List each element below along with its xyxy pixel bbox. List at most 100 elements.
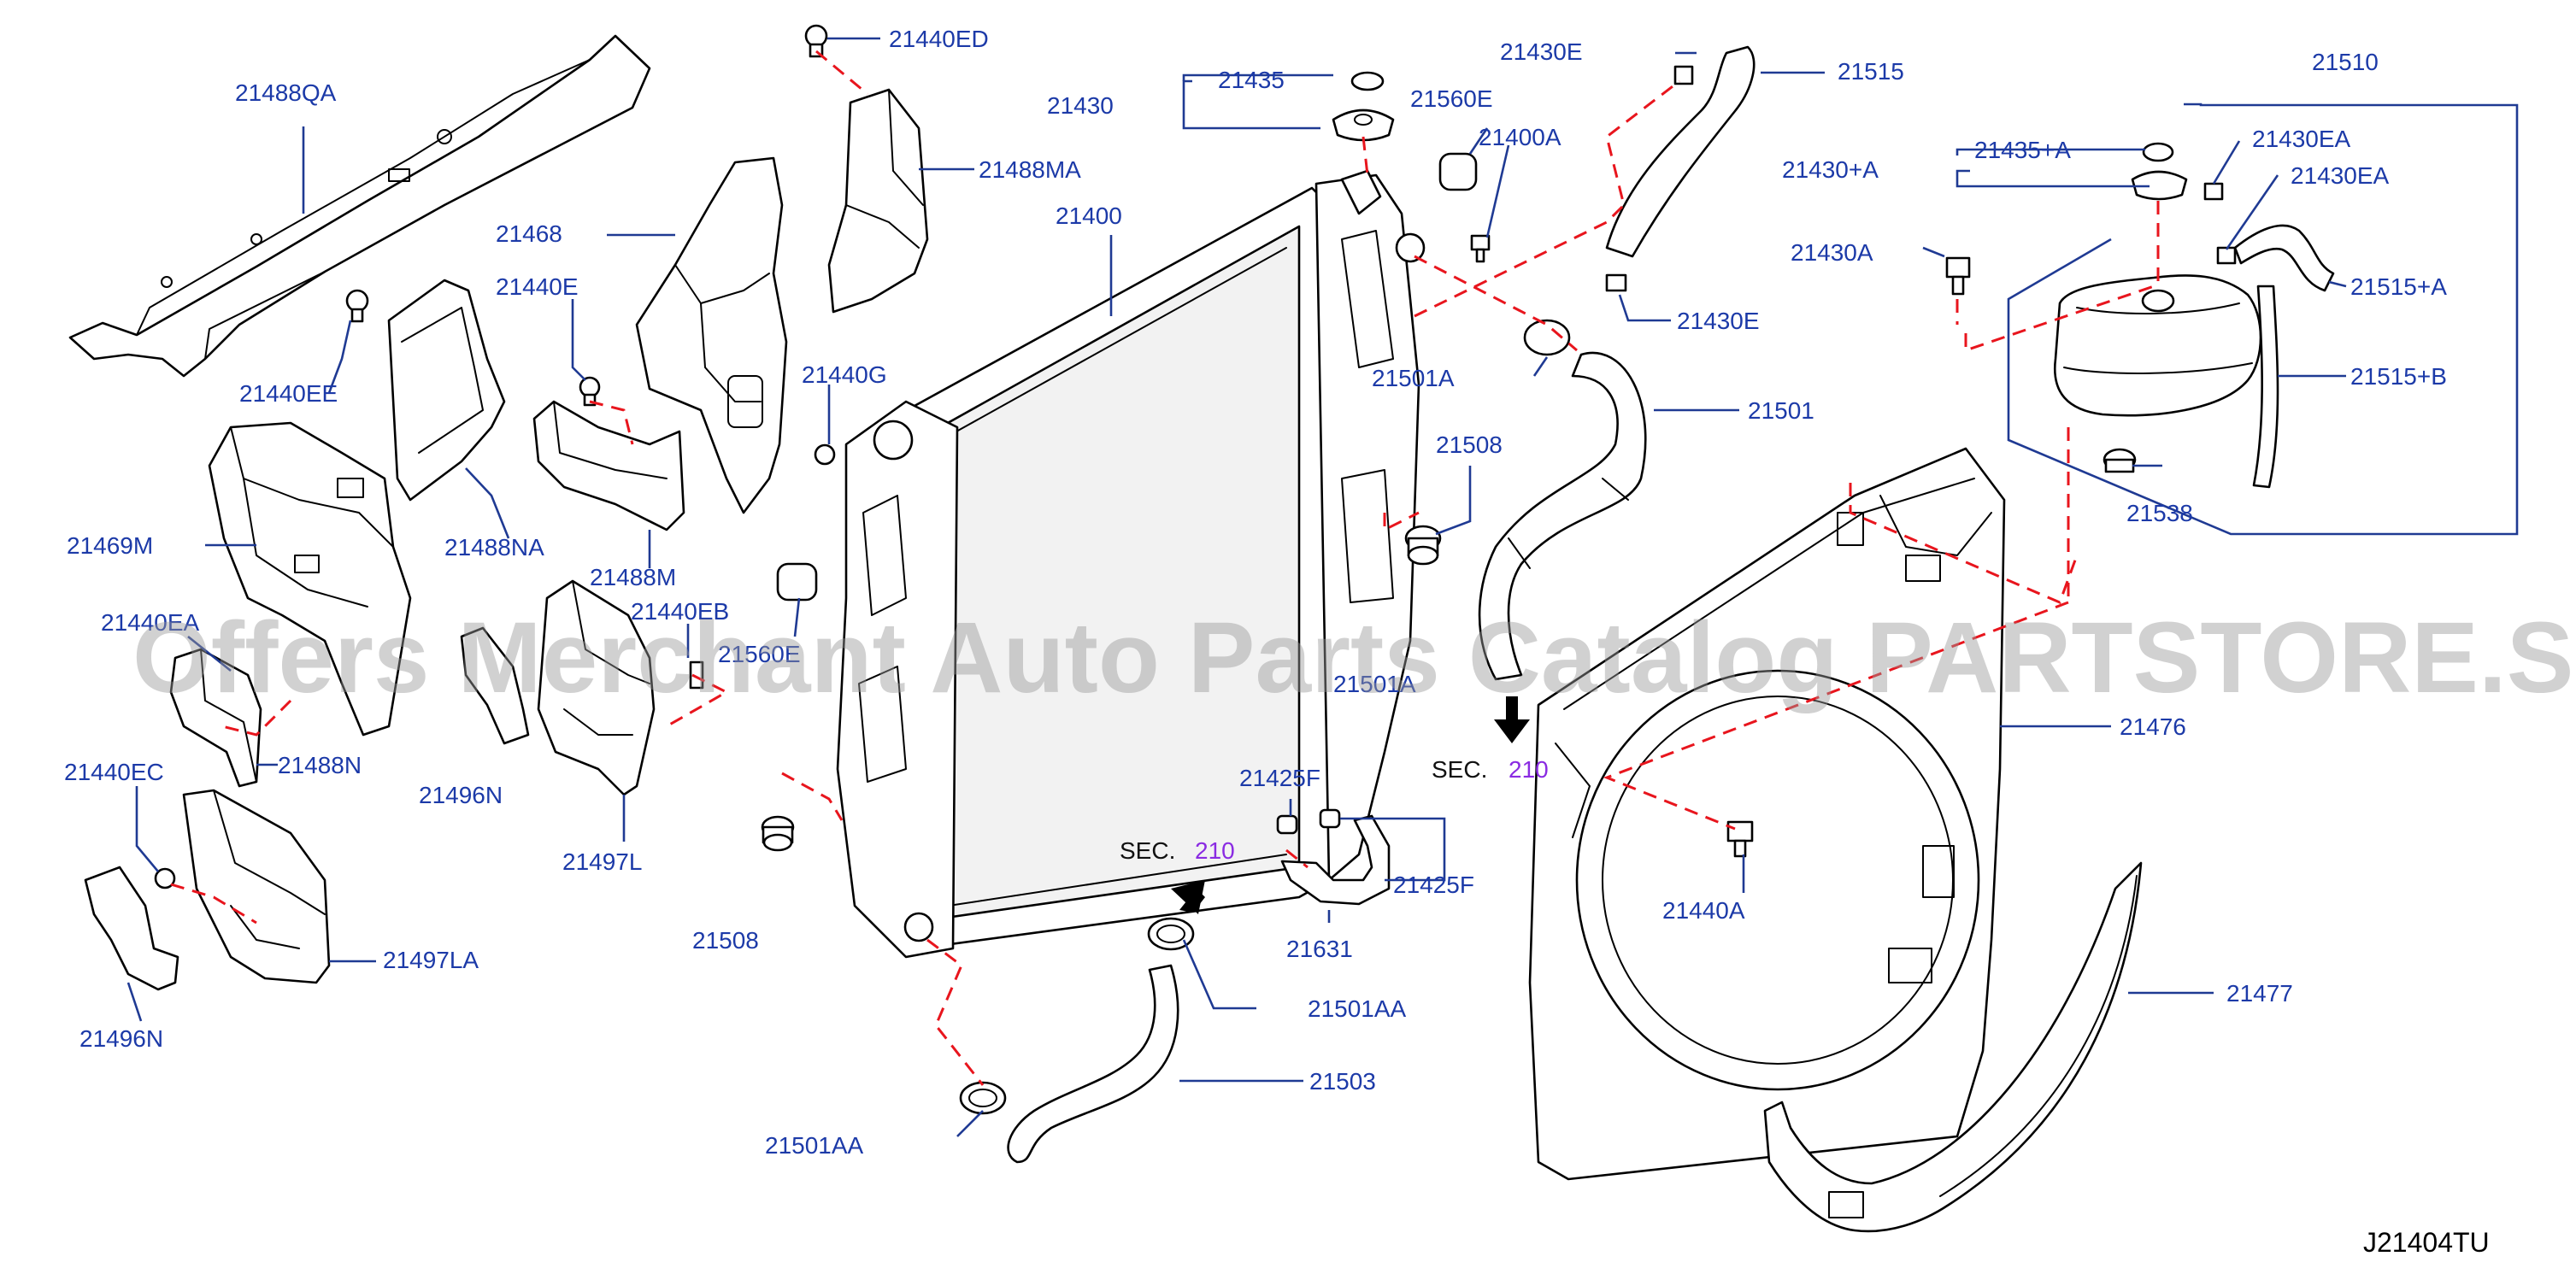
bracket-21488N[interactable] — [169, 648, 262, 788]
label-21501A-upper[interactable]: 21501A — [1372, 365, 1455, 391]
bracket-21488M[interactable] — [532, 400, 685, 531]
label-21560E-top[interactable]: 21560E — [1410, 85, 1493, 112]
label-21496N-center[interactable]: 21496N — [419, 782, 503, 808]
label-21400[interactable]: 21400 — [1056, 203, 1122, 229]
label-21508-right[interactable]: 21508 — [1436, 431, 1503, 458]
label-21501[interactable]: 21501 — [1748, 397, 1814, 424]
label-21560E-left[interactable]: 21560E — [718, 641, 801, 667]
label-21515[interactable]: 21515 — [1838, 58, 1904, 85]
label-21425F-right[interactable]: 21425F — [1393, 872, 1474, 898]
panel-21488NA[interactable] — [387, 279, 506, 502]
label-21503[interactable]: 21503 — [1309, 1068, 1376, 1095]
bolt-21400A[interactable] — [1470, 234, 1491, 263]
clip-21440ED[interactable] — [804, 24, 828, 58]
label-21497L[interactable]: 21497L — [562, 848, 642, 875]
label-21430[interactable]: 21430 — [1047, 92, 1114, 119]
label-21488NA[interactable]: 21488NA — [444, 534, 544, 561]
label-21476[interactable]: 21476 — [2120, 713, 2186, 740]
label-21440ED[interactable]: 21440ED — [889, 26, 989, 52]
label-21515B[interactable]: 21515+B — [2350, 363, 2447, 390]
label-21501AA-left[interactable]: 21501AA — [765, 1132, 864, 1159]
label-21515A[interactable]: 21515+A — [2350, 273, 2447, 300]
label-21508-left[interactable]: 21508 — [692, 927, 759, 954]
hose-21515A[interactable] — [2233, 224, 2335, 292]
fan-shroud-21476[interactable] — [1528, 447, 2006, 1181]
section-ref-right[interactable]: SEC. 210 — [1432, 756, 1549, 783]
clip-21440G[interactable] — [814, 443, 836, 466]
part-labels: 21488QA 21440EE 21469M 21440EA 21488N 21… — [64, 26, 2447, 1159]
clip-21430EA-bottom[interactable] — [2216, 246, 2237, 265]
label-21440G[interactable]: 21440G — [802, 361, 887, 388]
clip-21430EA-top[interactable] — [2203, 182, 2224, 201]
arrow-up-icon — [1171, 880, 1205, 914]
label-21430E-top[interactable]: 21430E — [1500, 38, 1583, 65]
clip-21430E-top[interactable] — [1673, 65, 1694, 85]
label-21440EC[interactable]: 21440EC — [64, 759, 164, 785]
label-21468[interactable]: 21468 — [496, 220, 562, 247]
label-21501A-lower[interactable]: 21501A — [1333, 671, 1416, 697]
label-21430A-plus[interactable]: 21430+A — [1782, 156, 1879, 183]
label-21477[interactable]: 21477 — [2226, 980, 2293, 1007]
clip-21440E-left[interactable] — [579, 376, 601, 407]
label-21510[interactable]: 21510 — [2312, 49, 2379, 75]
radiator-21400[interactable] — [836, 169, 1426, 959]
bracket-21469M[interactable] — [208, 421, 412, 737]
label-21430E-lower[interactable]: 21430E — [1677, 308, 1760, 334]
upper-seal-21488QA[interactable] — [68, 34, 651, 378]
label-21488QA[interactable]: 21488QA — [235, 79, 337, 106]
cap-21538[interactable] — [2103, 448, 2137, 473]
hose-21501[interactable] — [1478, 351, 1647, 681]
label-21488M[interactable]: 21488M — [590, 564, 676, 590]
clip-21440EE[interactable] — [345, 289, 369, 323]
label-21440A[interactable]: 21440A — [1662, 897, 1745, 924]
shroud-21468[interactable] — [635, 156, 788, 514]
clamp-21501AA-lower[interactable] — [959, 1081, 1007, 1115]
hose-21515[interactable] — [1605, 45, 1756, 292]
clamp-21501A[interactable] — [1523, 319, 1571, 356]
label-21488N[interactable]: 21488N — [278, 752, 362, 778]
seal-21496N-center[interactable] — [460, 626, 530, 745]
bolt-21430A[interactable] — [1945, 256, 1971, 296]
label-21497LA[interactable]: 21497LA — [383, 947, 479, 973]
lower-shroud-21477[interactable] — [1763, 861, 2143, 1233]
bracket-21497L[interactable] — [537, 579, 656, 796]
label-21440EA[interactable]: 21440EA — [101, 609, 200, 636]
bushing-21508-right[interactable] — [1404, 525, 1442, 566]
label-21440E-left[interactable]: 21440E — [496, 273, 579, 300]
bracket-21497LA[interactable] — [182, 789, 331, 984]
reservoir-cap-21430A[interactable] — [2131, 142, 2188, 201]
label-21435A[interactable]: 21435+A — [1974, 137, 2071, 163]
reservoir-tank-21510[interactable] — [2053, 274, 2262, 417]
label-21538[interactable]: 21538 — [2126, 500, 2193, 526]
clamp-21425F-right[interactable] — [1319, 808, 1341, 829]
mount-21560E-left[interactable] — [776, 562, 818, 602]
bracket-21488MA[interactable] — [827, 88, 929, 314]
watermark: Offers Merchant Auto Parts Catalog PARTS… — [132, 602, 2576, 714]
label-21425F-left[interactable]: 21425F — [1239, 765, 1320, 791]
label-21435[interactable]: 21435 — [1218, 67, 1285, 93]
clip-21440EC[interactable] — [154, 867, 176, 889]
bolt-21440A[interactable] — [1726, 820, 1754, 858]
mount-21560E-top[interactable] — [1438, 152, 1478, 191]
clip-21440EB[interactable] — [689, 660, 704, 690]
label-21496N-left[interactable]: 21496N — [79, 1025, 163, 1052]
label-21501AA-right[interactable]: 21501AA — [1308, 995, 1407, 1022]
hose-21515B[interactable] — [2252, 285, 2279, 489]
label-21440EE[interactable]: 21440EE — [239, 380, 338, 407]
label-21400A[interactable]: 21400A — [1479, 124, 1561, 150]
hose-21503[interactable] — [1007, 964, 1179, 1164]
section-ref-left[interactable]: SEC. 210 — [1120, 837, 1235, 864]
radiator-cap-21430[interactable] — [1332, 71, 1395, 142]
label-21440EB[interactable]: 21440EB — [631, 598, 729, 625]
seal-21496N-left[interactable] — [84, 866, 179, 991]
label-21430EA-top[interactable]: 21430EA — [2252, 126, 2351, 152]
label-21469M[interactable]: 21469M — [67, 532, 153, 559]
label-21430EA-bottom[interactable]: 21430EA — [2291, 162, 2390, 189]
bushing-21508-left[interactable] — [761, 815, 795, 852]
clamp-21425F-left[interactable] — [1276, 814, 1298, 835]
clamp-21501AA-upper[interactable] — [1147, 917, 1195, 951]
label-21488MA[interactable]: 21488MA — [979, 156, 1081, 183]
label-21631[interactable]: 21631 — [1286, 936, 1353, 962]
label-21430A[interactable]: 21430A — [1791, 239, 1873, 266]
